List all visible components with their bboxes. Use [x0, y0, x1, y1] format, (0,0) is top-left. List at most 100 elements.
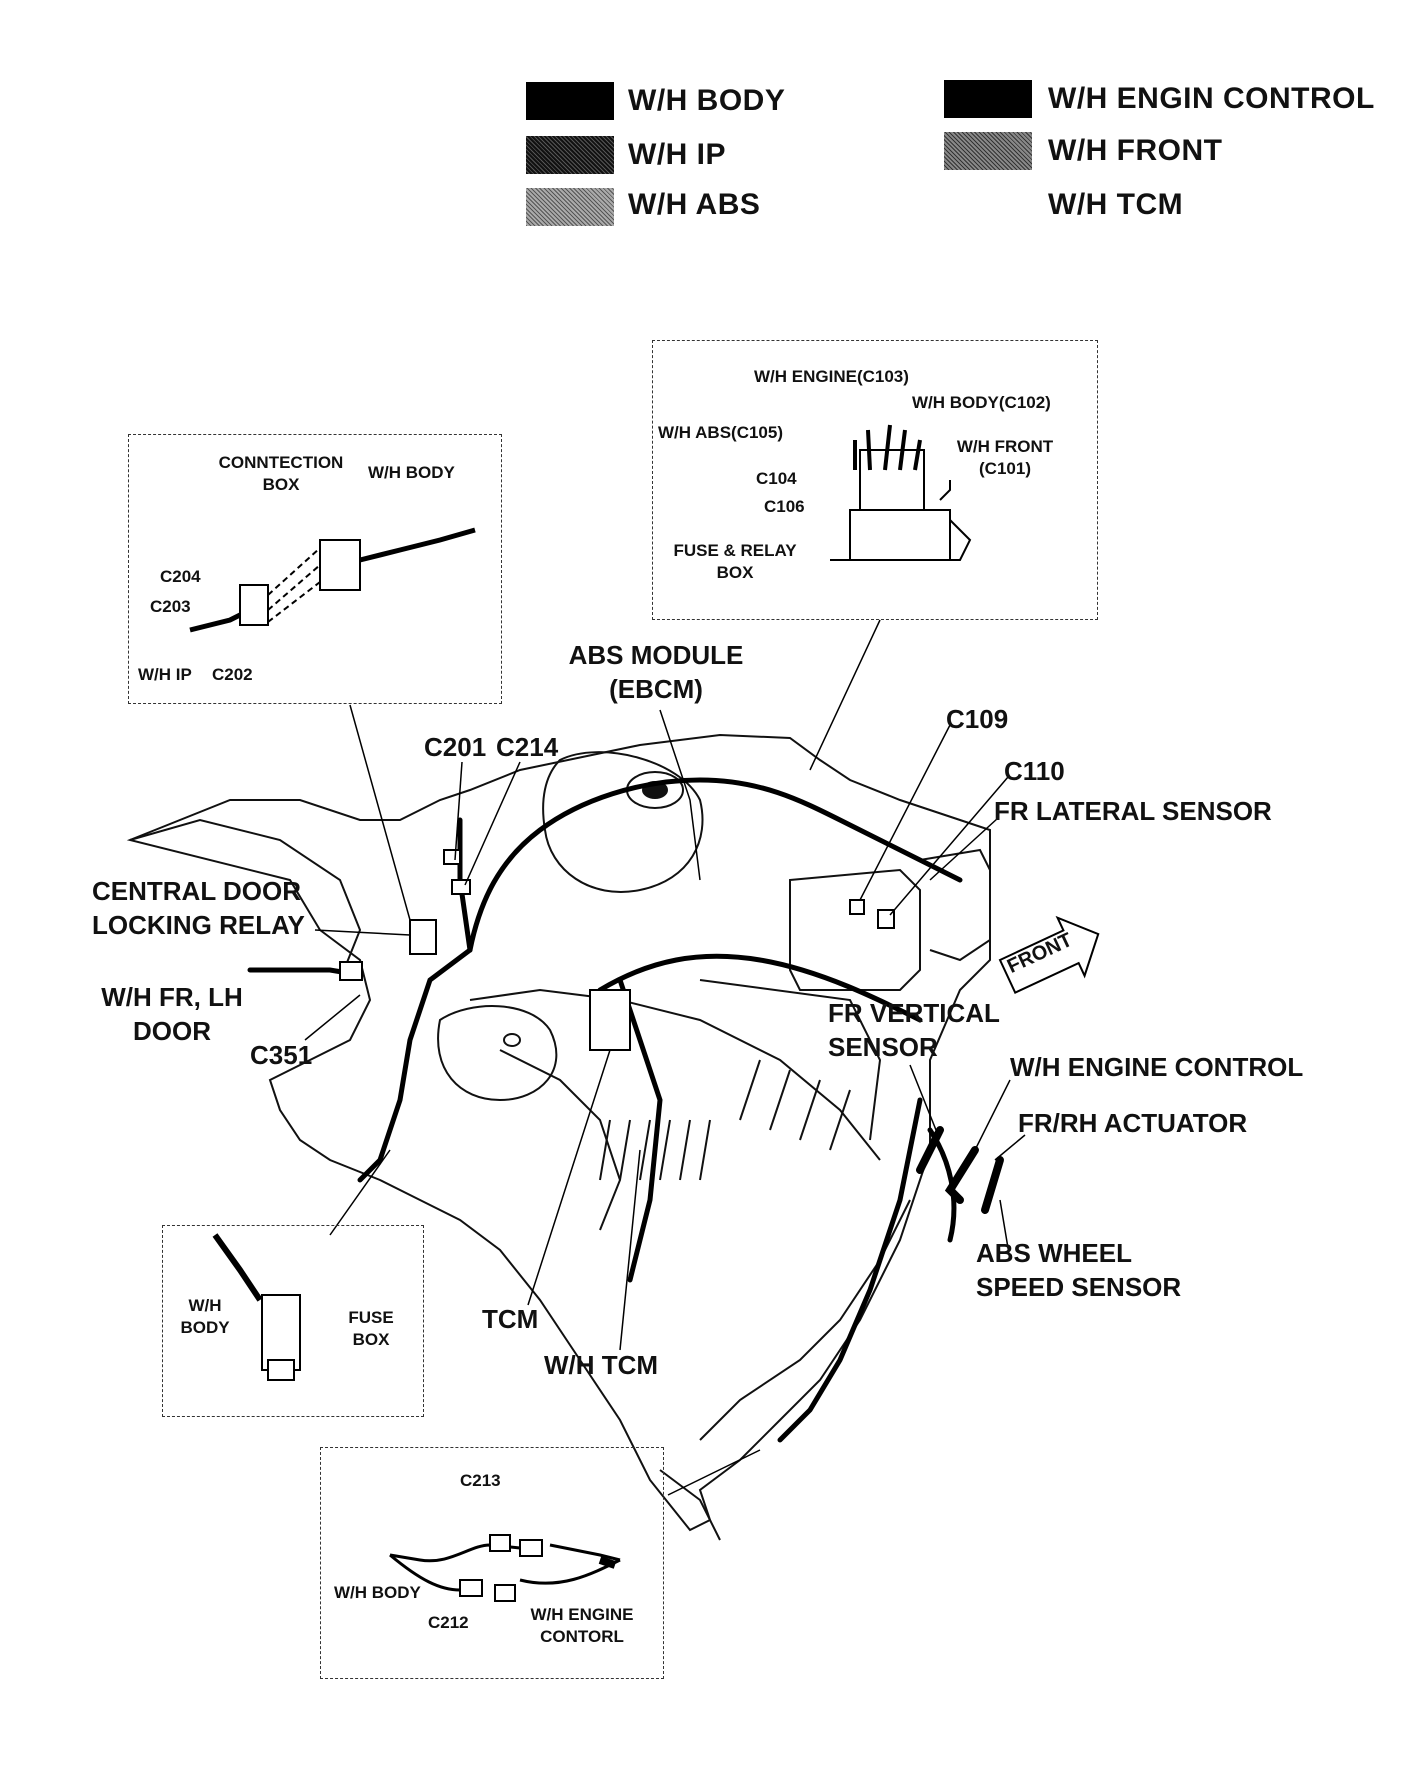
- leader-abs-wheel: [999, 1199, 1011, 1261]
- label-abs-wheel-line1: ABS WHEEL: [976, 1238, 1132, 1268]
- label-fuse-box: FUSE BOX: [336, 1307, 406, 1351]
- legend-swatch-engine: [944, 80, 1032, 118]
- label-c109: C109: [946, 704, 1009, 734]
- leader-c214: [464, 761, 521, 886]
- inset-fuse-relay-box: [652, 340, 1098, 620]
- label-c204: C204: [160, 567, 201, 586]
- leader-fr-lateral: [929, 817, 999, 881]
- leader-inset-fuse-relay: [809, 619, 881, 771]
- label-wh-front-line2: (C101): [979, 459, 1031, 478]
- label-c201: C201: [424, 732, 487, 762]
- label-c214: C214: [496, 732, 559, 762]
- label-fuse-box-wh-line1: W/H: [188, 1296, 222, 1315]
- label-abs-module-line2: (EBCM): [609, 674, 703, 704]
- rear-quarter: [699, 1199, 911, 1441]
- c212-drawing: [389, 1534, 621, 1602]
- inset-connection-box: [128, 434, 502, 704]
- label-central-door-locking-relay: CENTRAL DOOR LOCKING RELAY: [92, 874, 305, 942]
- rear-sill: [659, 1469, 721, 1541]
- wire-abs: [597, 953, 923, 1023]
- label-fr-vertical-sensor: FR VERTICAL SENSOR: [828, 996, 1000, 1064]
- label-c203: C203: [150, 597, 191, 616]
- legend-label-body: W/H BODY: [628, 84, 786, 117]
- label-fuse-relay-line1: FUSE & RELAY: [673, 541, 797, 560]
- rear-ribs: [739, 1059, 851, 1151]
- leader-c110: [889, 776, 1009, 916]
- label-connection-line1: CONNTECTION: [218, 453, 344, 472]
- legend-swatch-abs: [526, 188, 614, 226]
- label-fr-lateral-sensor: FR LATERAL SENSOR: [994, 796, 1272, 826]
- label-inset-wh-ip: W/H IP: [138, 665, 192, 684]
- label-abs-wheel-speed-sensor: ABS WHEEL SPEED SENSOR: [976, 1236, 1181, 1304]
- label-fr-vertical-line1: FR VERTICAL: [828, 998, 1000, 1028]
- leader-c109: [859, 724, 951, 901]
- label-wh-engine-control: W/H ENGINE CONTROL: [1010, 1052, 1304, 1082]
- wire-fr-rh-actuator: [944, 1146, 979, 1204]
- fuse-box-drawing: [212, 1233, 301, 1381]
- leader-wh-engine: [974, 1079, 1011, 1151]
- c109-connector: [849, 899, 865, 915]
- legend-label-ip: W/H IP: [628, 138, 726, 171]
- label-fr-vertical-line2: SENSOR: [828, 1032, 938, 1062]
- tcm-module: [589, 989, 631, 1051]
- label-wh-engine-c103: W/H ENGINE(C103): [754, 367, 909, 386]
- wire-fr-vertical-sensor: [916, 1126, 944, 1174]
- label-wh-fr-line1: W/H FR, LH: [101, 982, 243, 1012]
- label-fuse-box-line1: FUSE: [348, 1308, 394, 1327]
- label-tcm: TCM: [482, 1304, 539, 1334]
- fr-box: [789, 868, 921, 991]
- leader-tcm: [527, 1049, 611, 1306]
- engine-bay-rail: [469, 988, 881, 1161]
- label-connection-line2: BOX: [262, 475, 300, 494]
- label-c212-wh-engine: W/H ENGINE CONTORL: [522, 1604, 642, 1648]
- label-fr-rh-actuator: FR/RH ACTUATOR: [1018, 1108, 1248, 1138]
- inset-c212: [320, 1447, 664, 1679]
- leader-inset-connection: [349, 704, 411, 921]
- body-outline: [126, 733, 991, 1532]
- wheel-well: [437, 1005, 558, 1102]
- label-fuse-relay-line2: BOX: [716, 563, 754, 582]
- legend-label-tcm: W/H TCM: [1048, 188, 1184, 221]
- label-fuse-box-wh-body: W/H BODY: [170, 1295, 240, 1339]
- fuse-relay-drawing: [830, 424, 972, 561]
- leader-fr-rh: [994, 1134, 1026, 1161]
- label-wh-fr-lh-door: W/H FR, LH DOOR: [86, 980, 258, 1048]
- label-c106: C106: [764, 497, 805, 516]
- dash-panel: [699, 979, 882, 1141]
- wire-body-main: [467, 777, 963, 953]
- label-wh-body-c102: W/H BODY(C102): [912, 393, 1051, 412]
- label-wh-fr-line2: DOOR: [133, 1016, 211, 1046]
- c201-connector: [443, 849, 461, 865]
- label-connection-box: CONNTECTION BOX: [206, 452, 356, 496]
- label-wh-front-c101: W/H FRONT (C101): [948, 436, 1062, 480]
- wire-abs-wheel: [981, 1156, 1004, 1214]
- legend-label-engine: W/H ENGIN CONTROL: [1048, 82, 1375, 115]
- label-fuse-relay-box: FUSE & RELAY BOX: [660, 540, 810, 584]
- label-abs-module: ABS MODULE (EBCM): [556, 638, 756, 706]
- leader-central-relay: [314, 929, 411, 936]
- strut-tower: [542, 751, 704, 893]
- left-fender: [129, 818, 362, 981]
- label-wh-tcm: W/H TCM: [544, 1350, 659, 1380]
- label-wh-abs-c105: W/H ABS(C105): [658, 423, 783, 442]
- wheel-well-bolt: [503, 1033, 521, 1047]
- label-fuse-box-wh-line2: BODY: [180, 1318, 230, 1337]
- central-door-relay: [409, 919, 437, 955]
- inset-fuse-box: [162, 1225, 424, 1417]
- legend-swatch-body: [526, 82, 614, 120]
- label-c202: C202: [212, 665, 253, 684]
- label-c351: C351: [250, 1040, 313, 1070]
- legend-label-front: W/H FRONT: [1048, 134, 1223, 167]
- connection-box-drawing: [189, 527, 476, 633]
- label-central-line1: CENTRAL DOOR: [92, 876, 301, 906]
- door-connector: [339, 961, 363, 981]
- leader-c351: [304, 994, 361, 1041]
- label-wh-front-line1: W/H FRONT: [956, 437, 1054, 456]
- legend-swatch-front: [944, 132, 1032, 170]
- c214-connector: [451, 879, 471, 895]
- leader-inset-fuse-box: [329, 1149, 391, 1236]
- wire-rear: [777, 1097, 923, 1443]
- fr-box-2: [919, 848, 991, 962]
- label-c212: C212: [428, 1613, 469, 1632]
